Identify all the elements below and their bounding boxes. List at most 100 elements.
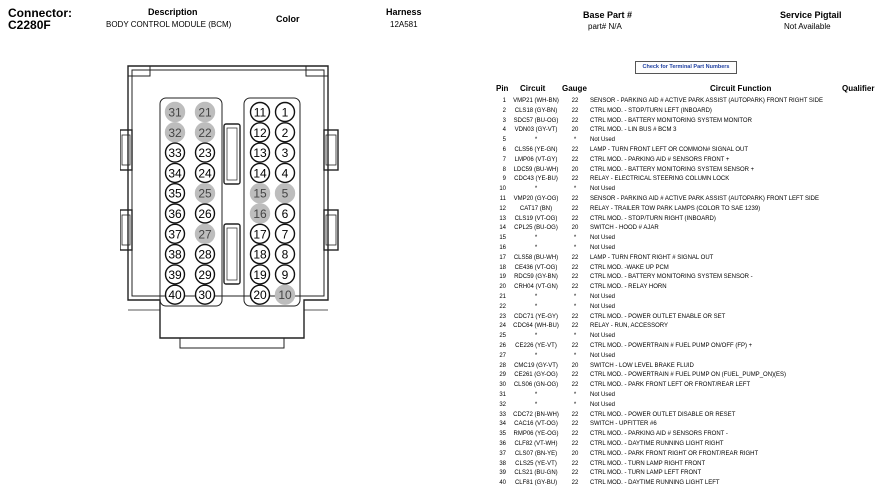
service-pigtail-label: Service Pigtail: [780, 10, 842, 20]
harness-value: 12A581: [390, 20, 418, 29]
pin-number: 15: [499, 235, 506, 242]
circuit-function: RELAY - ELECTRICAL STEERING COLUMN LOCK: [590, 176, 730, 183]
connector-pin-2: 2: [274, 122, 296, 143]
connector-pin-label: 30: [198, 288, 212, 302]
pin-number: 19: [499, 274, 506, 281]
connector-pin-label: 26: [198, 207, 212, 221]
wire-gauge: *: [573, 303, 577, 310]
circuit-code: CLS07 (BN-YE): [514, 450, 558, 457]
base-part-label: Base Part #: [583, 10, 633, 20]
connector-pin-27: 27: [194, 223, 216, 245]
description-value: BODY CONTROL MODULE (BCM): [106, 20, 232, 29]
connector-pin-label: 27: [198, 227, 212, 241]
pin-number: 22: [499, 303, 506, 310]
connector-pin-label: 8: [282, 248, 289, 262]
wire-gauge: 22: [571, 284, 579, 291]
connector-pin-1: 1: [274, 101, 296, 123]
connector-pin-label: 18: [253, 248, 267, 262]
wire-gauge: 22: [571, 147, 579, 153]
wire-gauge: 22: [571, 382, 579, 389]
wire-gauge: 22: [571, 107, 579, 114]
check-terminal-part-numbers-button[interactable]: Check for Terminal Part Numbers: [635, 61, 737, 74]
connector-pin-16: 16: [249, 203, 271, 224]
description-label: Description: [148, 7, 198, 17]
connector-pin-9: 9: [274, 264, 296, 285]
connector-pin-label: 38: [168, 248, 182, 262]
circuit-function: SWITCH - LOW LEVEL BRAKE FLUID: [590, 362, 694, 369]
circuit-code: RDC59 (GY-BN): [514, 274, 558, 281]
wire-gauge: 20: [571, 166, 579, 173]
connector-pin-24: 24: [194, 162, 216, 184]
circuit-code: *: [534, 186, 538, 193]
connector-pin-label: 17: [253, 227, 267, 241]
circuit-function: SWITCH - HOOD # AJAR: [590, 225, 659, 232]
pin-number: 32: [499, 401, 506, 408]
connector-pin-32: 32: [164, 122, 186, 143]
circuit-function: LAMP - TURN FRONT RIGHT # SIGNAL OUT: [590, 254, 714, 261]
table-row: 27**Not Used: [490, 352, 882, 362]
qualifier-header: Qualifier: [842, 84, 875, 93]
connector-pin-label: 28: [198, 248, 212, 262]
wire-gauge: *: [573, 235, 577, 242]
circuit-code: CDC71 (YE-GY): [513, 313, 558, 320]
connector-pin-23: 23: [194, 142, 216, 163]
connector-pin-label: 5: [282, 187, 289, 201]
connector-pin-label: 16: [253, 207, 267, 221]
wire-gauge: 22: [571, 441, 579, 447]
connector-pin-label: 37: [168, 227, 182, 241]
wire-gauge: 22: [571, 117, 579, 124]
connector-pin-label: 32: [168, 126, 182, 140]
pin-header: Pin: [496, 84, 509, 93]
connector-pin-label: 6: [282, 207, 289, 221]
circuit-function: Not Used: [590, 186, 616, 193]
connector-pin-14: 14: [249, 162, 271, 184]
circuit-code: CDC64 (WH-BU): [513, 323, 559, 330]
wire-gauge: 22: [571, 480, 579, 487]
table-row: 31**Not Used: [490, 391, 882, 401]
circuit-code: CPL25 (BU-OG): [514, 225, 558, 232]
connector-pin-label: 20: [253, 288, 267, 302]
pin-number: 4: [502, 127, 506, 134]
circuit-code: CMC19 (GY-VT): [514, 362, 558, 369]
circuit-function: CTRL MOD. - TURN LAMP LEFT FRONT: [590, 470, 702, 477]
circuit-code: LMP06 (VT-GY): [514, 156, 558, 163]
connector-pin-label: 36: [168, 207, 182, 221]
connector-pin-18: 18: [249, 243, 271, 265]
connector-pin-label: 1: [282, 106, 289, 120]
table-row: 16**Not Used: [490, 244, 882, 254]
connector-pin-label: 15: [253, 187, 267, 201]
pin-number: 23: [499, 313, 506, 320]
connector-pin-40: 40: [164, 284, 186, 305]
wire-gauge: 20: [571, 127, 579, 134]
circuit-function: CTRL MOD. - POWERTRAIN # FUEL PUMP ON (F…: [590, 372, 787, 379]
circuit-code: CLF82 (VT-WH): [514, 441, 558, 447]
circuit-code: CAT17 (BN): [519, 205, 553, 212]
circuit-function: Not Used: [590, 303, 616, 310]
connector-pin-label: 7: [282, 227, 289, 241]
wire-gauge: 22: [571, 205, 579, 212]
pin-number: 20: [499, 284, 506, 291]
connector-pin-17: 17: [249, 223, 271, 245]
wire-gauge: *: [573, 245, 577, 251]
wire-gauge: 22: [571, 176, 579, 183]
connector-pin-label: 9: [282, 268, 289, 282]
pin-number: 5: [502, 137, 506, 144]
circuit-function: Not Used: [590, 235, 616, 242]
pin-number: 27: [499, 352, 506, 359]
circuit-code: *: [534, 235, 538, 242]
pin-number: 3: [502, 117, 506, 124]
wire-gauge: 22: [571, 313, 579, 320]
circuit-function: CTRL MOD. - PARKING AID # SENSORS FRONT …: [590, 156, 730, 163]
circuit-function: CTRL MOD. - LIN BUS # BCM 3: [590, 127, 677, 134]
circuit-code: *: [534, 137, 538, 144]
